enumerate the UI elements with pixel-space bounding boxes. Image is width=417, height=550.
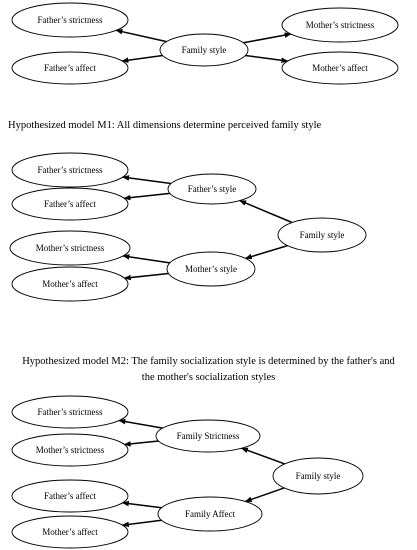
model-1-arrow-family-to-fstyle (239, 199, 293, 224)
model-m2-caption-line-2: the mother's socialization styles (141, 372, 276, 383)
model-0-node-family-style: Family style (159, 33, 249, 67)
node-label: Father’s strictness (37, 15, 103, 25)
model-2-arrow-family-to-fstrict (240, 447, 285, 465)
node-label: Mother’s style (185, 264, 237, 274)
node-ellipse (159, 33, 249, 67)
model-m2-caption-line-1: Hypothesized model M2: The family social… (22, 356, 395, 367)
node-label: Father’s strictness (37, 407, 103, 417)
model-1-arrow-fstyle-to-fa (123, 192, 171, 201)
model-1-node-mothers-affect: Mother’s affect (11, 266, 129, 302)
node-ellipse (155, 419, 261, 453)
node-label: Family style (296, 471, 341, 481)
model-1-node-mothers-style: Mother’s style (166, 251, 256, 287)
model-1-node-fathers-affect: Father’s affect (11, 187, 129, 221)
model-1-arrow-fstyle-to-fs (122, 175, 172, 185)
node-ellipse (11, 187, 129, 221)
node-ellipse (11, 51, 129, 85)
node-ellipse (277, 217, 367, 253)
model-0-arrow-family-to-ms (243, 32, 292, 44)
model-0-arrow-family-to-ma (245, 54, 289, 64)
node-label: Family Affect (185, 509, 236, 519)
model-1-node-fathers-strictness: Father’s strictness (11, 152, 129, 188)
node-ellipse (166, 251, 256, 287)
model-0-node-fathers-strictness: Father’s strictness (11, 2, 129, 38)
model-2-arrow-fstrict-to-ms (123, 440, 159, 447)
model-2-node-family-style: Family style (272, 457, 364, 495)
node-label: Mother’s affect (42, 527, 98, 537)
model-2-arrow-faffect-to-ma (121, 519, 162, 528)
node-label: Father’s affect (44, 199, 96, 209)
node-ellipse (11, 515, 129, 549)
node-label: Mother’s strictness (36, 445, 105, 455)
model-2-arrow-family-to-faffect (244, 487, 285, 503)
node-label: Mother’s affect (312, 63, 368, 73)
model-2-node-fathers-strictness: Father’s strictness (11, 395, 129, 429)
node-ellipse (11, 395, 129, 429)
edges-layer (115, 28, 293, 528)
model-0-node-fathers-affect: Father’s affect (11, 51, 129, 85)
model-2-arrow-fstrict-to-fs (118, 418, 163, 429)
node-ellipse (157, 496, 263, 532)
node-label: Mother’s strictness (36, 243, 105, 253)
node-ellipse (11, 2, 129, 38)
model-1-arrow-family-to-mstyle (244, 244, 288, 260)
node-ellipse (281, 51, 399, 85)
node-ellipse (11, 479, 129, 513)
node-label: Father’s strictness (37, 165, 103, 175)
node-label: Family Strictness (177, 431, 240, 441)
model-2-node-mothers-affect: Mother’s affect (11, 515, 129, 549)
model-1-node-mothers-strictness: Mother’s strictness (9, 230, 131, 266)
node-ellipse (272, 457, 364, 495)
node-label: Mother’s affect (42, 279, 98, 289)
node-label: Family style (300, 230, 345, 240)
model-2-node-mothers-strictness: Mother’s strictness (11, 433, 129, 467)
node-ellipse (167, 173, 257, 205)
model-2-node-fathers-affect: Father’s affect (11, 479, 129, 513)
node-label: Family style (182, 45, 227, 55)
model-0-arrow-family-to-fs (115, 28, 167, 43)
node-ellipse (11, 266, 129, 302)
model-1-node-family-style: Family style (277, 217, 367, 253)
model-2-arrow-faffect-to-fa (121, 500, 162, 509)
model-1-node-fathers-style: Father’s style (167, 173, 257, 205)
model-2-node-family-affect: Family Affect (157, 496, 263, 532)
node-label: Father’s affect (44, 63, 96, 73)
node-label: Father’s affect (44, 491, 96, 501)
node-label: Mother’s strictness (306, 20, 375, 30)
model-m1-caption: Hypothesized model M1: All dimensions de… (8, 120, 322, 131)
node-ellipse (11, 152, 129, 188)
model-0-arrow-family-to-fa (121, 54, 163, 63)
node-ellipse (9, 230, 131, 266)
model-0-node-mothers-affect: Mother’s affect (281, 51, 399, 85)
node-ellipse (281, 7, 399, 43)
node-ellipse (11, 433, 129, 467)
node-label: Father’s style (188, 184, 237, 194)
model-0-node-mothers-strictness: Mother’s strictness (281, 7, 399, 43)
model-1-arrow-mstyle-to-ma (123, 272, 169, 281)
model-2-node-family-strictness: Family Strictness (155, 419, 261, 453)
model-1-arrow-mstyle-to-ms (122, 254, 171, 264)
